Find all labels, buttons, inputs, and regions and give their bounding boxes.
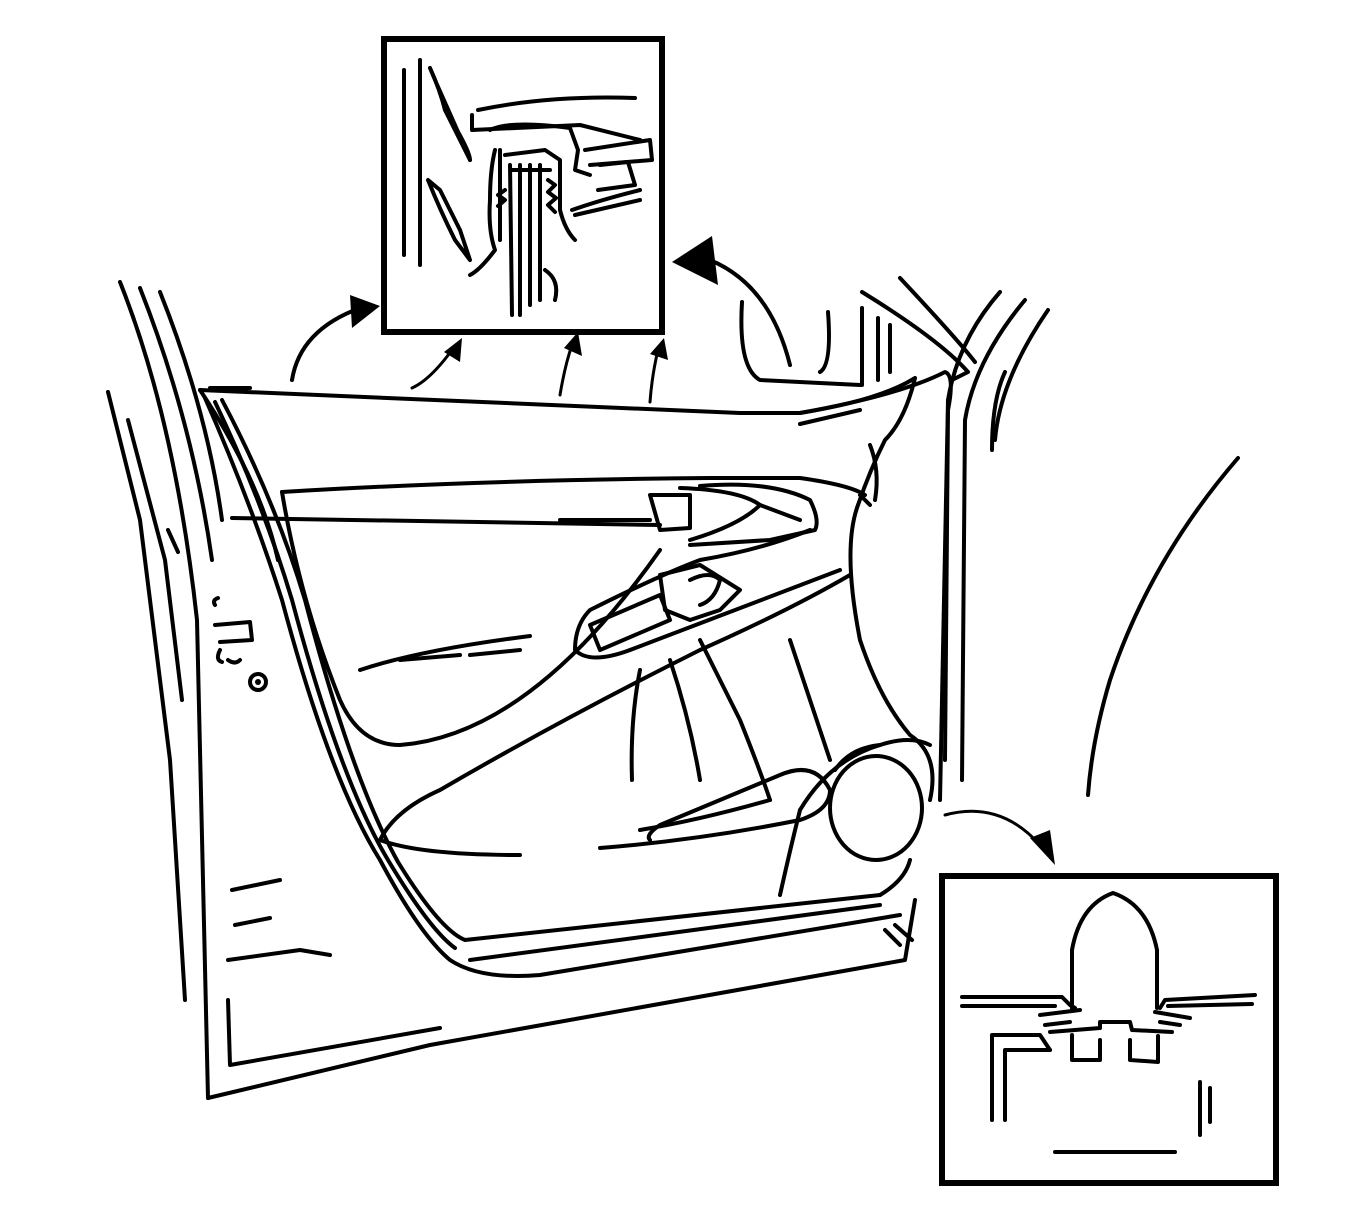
latch-details	[166, 528, 268, 692]
upper-retainer-detail-inset	[381, 36, 665, 335]
trim-panel-outline	[198, 370, 953, 978]
speaker-grille	[828, 743, 924, 862]
armrest-upper	[230, 476, 872, 747]
lower-armrest	[378, 573, 932, 897]
door-frame	[106, 280, 917, 1100]
retainer-arrows	[290, 236, 1055, 865]
pushpin-clip-detail-inset	[939, 873, 1279, 1186]
